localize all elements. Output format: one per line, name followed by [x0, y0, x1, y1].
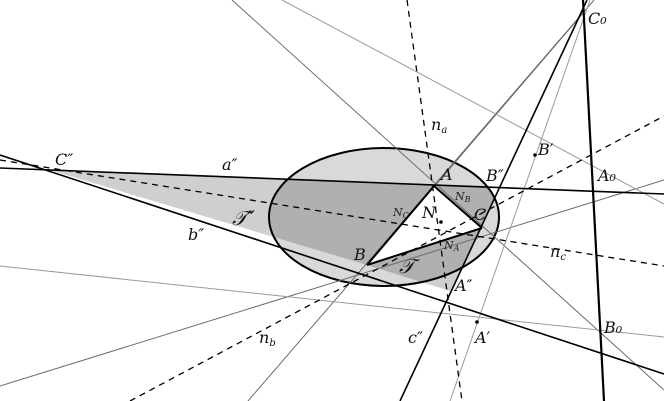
label-NC: NC: [392, 206, 409, 220]
label-c-double-prime: c″: [408, 328, 423, 347]
label-B: B: [353, 245, 366, 264]
label-a-double-prime: a″: [222, 155, 238, 174]
label-C0: C₀: [588, 9, 607, 28]
label-B-prime: B′: [537, 140, 554, 159]
dark-region-B: [434, 186, 499, 228]
triangle-edges: [366, 185, 483, 266]
label-nb: nb: [259, 328, 276, 349]
label-A-double-prime: A″: [453, 276, 473, 295]
label-b-double-prime: b″: [188, 225, 204, 244]
label-na: na: [431, 115, 447, 136]
label-T-double-prime: 𝒯″: [232, 206, 255, 230]
triangle-ABC: [367, 186, 482, 265]
label-A: A: [439, 165, 453, 184]
label-NB: NB: [454, 190, 471, 204]
label-C: C: [474, 205, 486, 224]
label-C-double-prime: C″: [55, 150, 73, 169]
label-B-double-prime: B″: [485, 166, 504, 185]
line-A0B0-vertical: [581, 0, 606, 401]
label-NA: NA: [443, 239, 460, 253]
label-A-prime: A′: [473, 328, 491, 347]
ellipse-outline: [268, 147, 500, 287]
label-N: N: [421, 203, 437, 222]
label-B0: B₀: [603, 318, 623, 337]
label-A0: A₀: [596, 166, 617, 185]
dark-region-T2: [269, 170, 434, 265]
label-nc: nc: [550, 242, 566, 263]
points: [439, 153, 537, 324]
